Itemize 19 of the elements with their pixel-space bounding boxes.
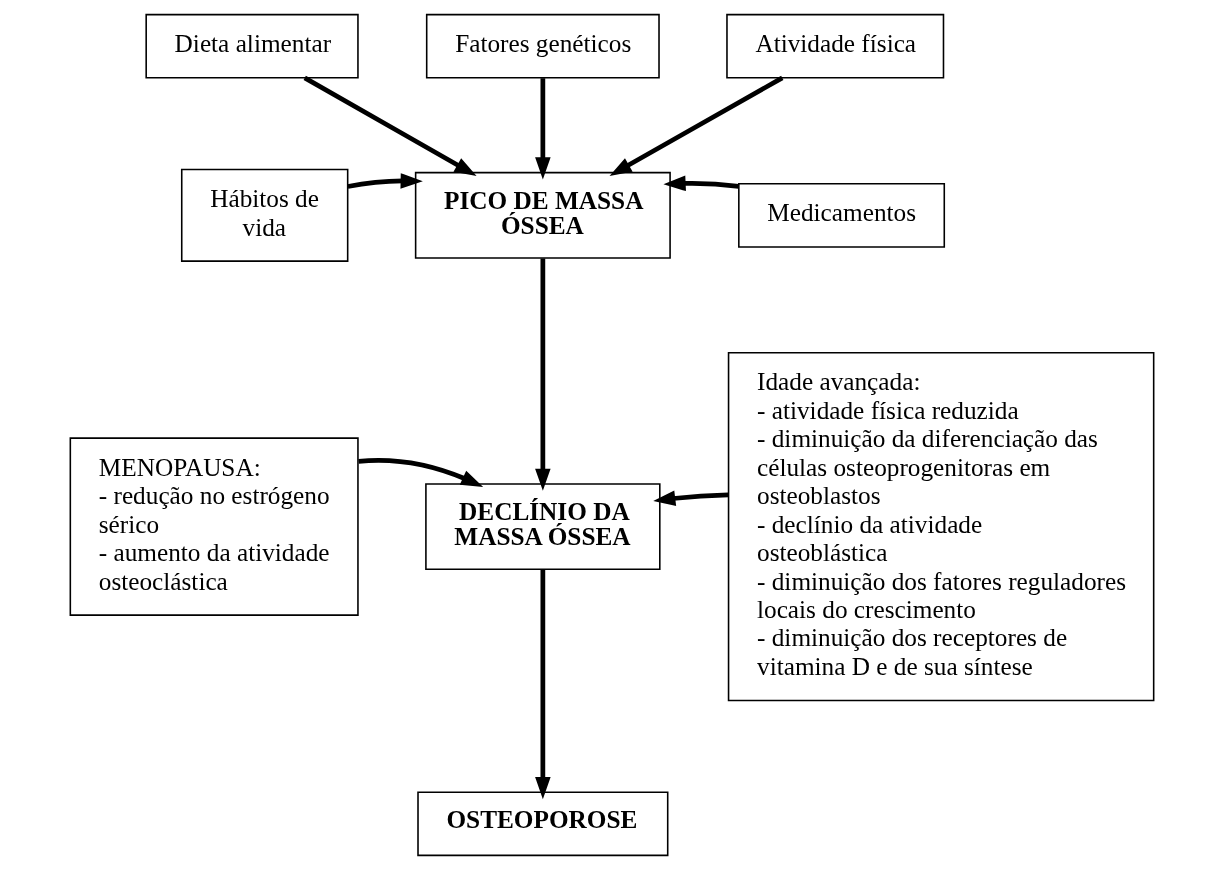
- arrow: [535, 258, 551, 491]
- node-box: Fatores genéticos: [425, 13, 660, 79]
- node-box: MENOPAUSA: - redução no estrógeno sérico - aumento da atividade osteoclástica: [69, 437, 359, 616]
- arrow: [609, 75, 784, 176]
- arrow: [535, 78, 551, 180]
- arrow: [535, 569, 551, 800]
- arrow: [347, 173, 423, 189]
- node-box: Medicamentos: [738, 182, 946, 248]
- node-box: PICO DE MASSA ÓSSEA: [414, 171, 671, 259]
- arrow: [303, 75, 477, 176]
- node-box: Hábitos de vida: [180, 168, 349, 262]
- node-box: Dieta alimentar: [145, 13, 359, 79]
- node-box: Atividade física: [726, 13, 945, 79]
- arrow: [663, 175, 740, 192]
- node-box: OSTEOPOROSE: [417, 791, 669, 857]
- arrow: [358, 457, 484, 487]
- arrow: [653, 490, 729, 506]
- node-box: Idade avançada: - atividade física reduzida - diminuição da diferenciação das células osteoprogenitoras em osteoblastos - declínio da atividade osteoblástica - diminuição dos fatores reguladores locais do crescimento - diminuição dos receptores de vitamina D e de sua síntese: [727, 352, 1155, 702]
- node-box: DECLÍNIO DA MASSA ÓSSEA: [425, 483, 661, 571]
